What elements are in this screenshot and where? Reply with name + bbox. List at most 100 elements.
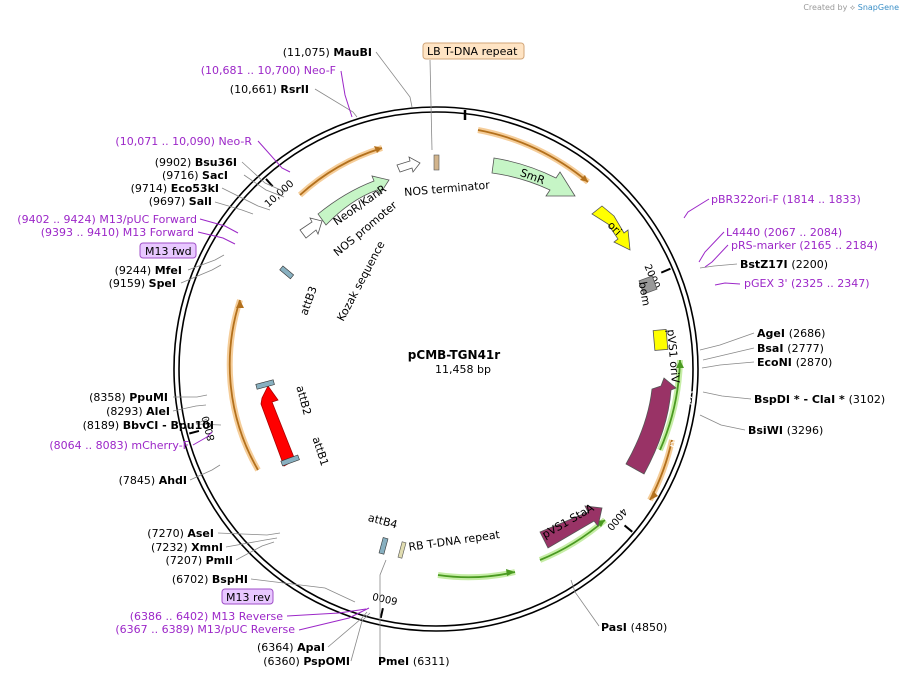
- site-name: AseI: [187, 527, 214, 540]
- primer-name: pRS-marker: [731, 239, 799, 252]
- site-name: PmeI: [378, 655, 413, 668]
- site-bbvci[interactable]: (8189) BbvCI - Bpu10I: [83, 419, 214, 432]
- tick-label-10000: 10,000: [263, 178, 296, 210]
- site-position: (7845): [119, 474, 159, 487]
- feature-neor[interactable]: [317, 175, 390, 226]
- site-name: BsiWI: [748, 424, 787, 437]
- primer-name: pBR322ori-F: [711, 193, 782, 206]
- site-bsiwi[interactable]: BsiWI (3296): [748, 424, 823, 437]
- site-bsai[interactable]: BsaI (2777): [757, 342, 824, 355]
- feature-nos-promoter-2[interactable]: [396, 156, 421, 173]
- site-position: (6360): [263, 655, 303, 668]
- primer-name: Neo-F: [304, 64, 336, 77]
- feature-pvs1-oriv[interactable]: [652, 328, 669, 351]
- site-name: MfeI: [155, 264, 182, 277]
- label-pvs1-oriv: pVS1 oriV: [664, 329, 682, 384]
- feature-pvs1-staa[interactable]: [539, 505, 603, 549]
- primer-pgex3[interactable]: pGEX 3' (2325 .. 2347): [744, 277, 870, 290]
- site-ppumi[interactable]: (8358) PpuMI: [89, 391, 168, 404]
- site-name: SalI: [189, 195, 212, 208]
- site-pmei[interactable]: PmeI (6311): [378, 655, 450, 668]
- feature-attb3[interactable]: [279, 265, 295, 280]
- feature-attb1[interactable]: [280, 454, 300, 467]
- site-name: BbvCI - Bpu10I: [123, 419, 214, 432]
- primer-mcherry-f[interactable]: (8064 .. 8083) mCherry-F: [49, 439, 189, 452]
- site-name: PmlI: [206, 554, 233, 567]
- primer-m13puc-rev[interactable]: (6367 .. 6389) M13/pUC Reverse: [115, 623, 295, 636]
- site-position: (10,661): [230, 83, 281, 96]
- site-sali[interactable]: (9697) SalI: [149, 195, 212, 208]
- site-position: (2870): [796, 356, 833, 369]
- primer-range: (2165 .. 2184): [799, 239, 878, 252]
- site-spei[interactable]: (9159) SpeI: [109, 277, 176, 290]
- plasmid-length: 11,458 bp: [435, 363, 491, 376]
- m13-rev-label: M13 rev: [226, 591, 271, 604]
- credit-brand: SnapGene: [857, 3, 899, 12]
- snapgene-credit: Created by ⟡ SnapGene: [803, 3, 899, 13]
- boxed-label-m13fwd[interactable]: M13 fwd: [139, 242, 197, 259]
- site-rsrii[interactable]: (10,661) RsrII: [230, 83, 309, 96]
- site-pspomi[interactable]: (6360) PspOMI: [263, 655, 350, 668]
- primer-l4440[interactable]: L4440 (2067 .. 2084): [726, 226, 842, 239]
- feature-nos-terminator[interactable]: [433, 154, 440, 171]
- site-maubi[interactable]: (11,075) MauBI: [283, 46, 372, 59]
- primer-m13puc-fwd[interactable]: (9402 .. 9424) M13/pUC Forward: [17, 213, 197, 226]
- site-asei[interactable]: (7270) AseI: [147, 527, 214, 540]
- site-bsphi[interactable]: (6702) BspHI: [172, 573, 248, 586]
- site-ahdi[interactable]: (7845) AhdI: [119, 474, 187, 487]
- site-position: (7270): [147, 527, 187, 540]
- site-pmli[interactable]: (7207) PmlI: [166, 554, 233, 567]
- primer-m13-rev[interactable]: (6386 .. 6402) M13 Reverse: [130, 610, 283, 623]
- site-mfei[interactable]: (9244) MfeI: [115, 264, 182, 277]
- site-eco53ki[interactable]: (9714) Eco53kI: [131, 182, 219, 195]
- primer-m13-fwd[interactable]: (9393 .. 9410) M13 Forward: [41, 226, 194, 239]
- site-position: (6311): [413, 655, 450, 668]
- feature-pvs1-repa[interactable]: [625, 377, 677, 475]
- primer-neo-f[interactable]: (10,681 .. 10,700) Neo-F: [201, 64, 336, 77]
- site-saci[interactable]: (9716) SacI: [162, 169, 228, 182]
- site-bspdi[interactable]: BspDI * - ClaI * (3102): [754, 393, 885, 406]
- feature-attb2[interactable]: [255, 379, 275, 390]
- primer-pbr322ori-f[interactable]: pBR322ori-F (1814 .. 1833): [711, 193, 861, 206]
- tick-2000: [660, 267, 671, 274]
- primer-prs-marker[interactable]: pRS-marker (2165 .. 2184): [731, 239, 878, 252]
- primer-range: (8064 .. 8083): [49, 439, 131, 452]
- tick-4000: [623, 524, 633, 533]
- site-name: Eco53kI: [171, 182, 219, 195]
- boxed-label-m13rev[interactable]: M13 rev: [221, 588, 274, 605]
- site-name: AhdI: [159, 474, 187, 487]
- primer-range: (9402 .. 9424): [17, 213, 99, 226]
- primer-neo-r[interactable]: (10,071 .. 10,090) Neo-R: [115, 135, 252, 148]
- site-name: ApaI: [297, 641, 325, 654]
- site-bstz17i[interactable]: BstZ17I (2200): [740, 258, 828, 271]
- site-alei[interactable]: (8293) AleI: [106, 405, 170, 418]
- feature-mcherry[interactable]: [260, 385, 296, 467]
- site-bsu36i[interactable]: (9902) Bsu36I: [155, 156, 237, 169]
- tick-marks: 200040006000800010,000: [189, 178, 671, 619]
- tick-label-6000: 6000: [372, 590, 399, 606]
- site-econi[interactable]: EcoNI (2870): [757, 356, 832, 369]
- primer-name: pGEX 3': [744, 277, 791, 290]
- site-name: AgeI: [757, 327, 789, 340]
- feature-ori[interactable]: [591, 205, 631, 251]
- primer-name: L4440: [726, 226, 764, 239]
- site-xmni[interactable]: (7232) XmnI: [151, 541, 223, 554]
- site-apai[interactable]: (6364) ApaI: [257, 641, 325, 654]
- primer-range: (2325 .. 2347): [791, 277, 870, 290]
- site-position: (8189): [83, 419, 123, 432]
- feature-bom[interactable]: [638, 275, 658, 295]
- site-name: MauBI: [333, 46, 372, 59]
- site-name: BstZ17I: [740, 258, 791, 271]
- site-name: BsaI: [757, 342, 787, 355]
- tick-6000: [379, 607, 384, 619]
- site-position: (2777): [787, 342, 824, 355]
- site-pasi[interactable]: PasI (4850): [601, 621, 667, 634]
- plasmid-name: pCMB-TGN41r: [408, 348, 500, 362]
- feature-nos-promoter-arrow[interactable]: [299, 217, 323, 239]
- site-agei[interactable]: AgeI (2686): [757, 327, 825, 340]
- feature-attb4[interactable]: [378, 537, 389, 555]
- feature-smr[interactable]: [491, 157, 576, 197]
- site-position: (9697): [149, 195, 189, 208]
- boxed-label-lb[interactable]: LB T-DNA repeat: [422, 42, 525, 60]
- feature-rb-tdna[interactable]: [397, 541, 407, 559]
